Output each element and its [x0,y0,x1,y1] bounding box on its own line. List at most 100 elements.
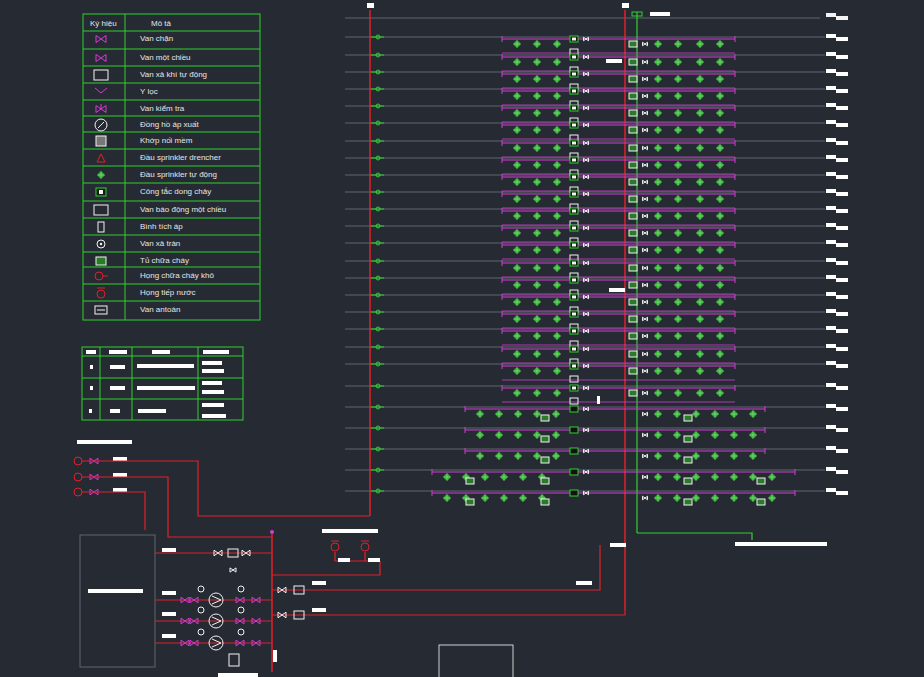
sprinkler-symbol [514,162,520,168]
sprinkler-symbol [496,432,502,438]
sprinkler-symbol [678,389,679,397]
valve-box-symbol [570,376,578,382]
branch-pipe [370,55,384,56]
sprinkler-symbol [501,495,507,501]
branch-pipe [502,366,735,367]
sprinkler-symbol [697,59,703,65]
sprinkler-symbol [520,495,526,501]
branch-pipe [370,261,384,262]
valve-symbol [236,618,244,624]
sprinkler-symbol [499,431,500,439]
valve-symbol [190,618,198,624]
branch-pipe [502,380,735,381]
sprinkler-symbol [697,41,703,47]
branch-pipe [502,88,503,94]
sprinkler-symbol [477,432,483,438]
flow-switch-symbol [570,105,578,111]
branch-pipe [370,295,384,296]
sprinkler-symbol [534,351,540,357]
sprinkler-symbol [534,247,540,253]
sprinkler-symbol [554,230,560,236]
sprinkler-symbol [534,59,540,65]
table-grid [198,347,199,420]
sprinkler-symbol [678,367,679,375]
branch-pipe [502,108,735,109]
pump-symbol [212,596,221,604]
flow-switch-symbol [570,490,578,496]
branch-pipe [370,449,384,450]
sprinkler-symbol [717,390,723,396]
sprinkler-symbol [658,298,659,306]
sprinkler-symbol [715,410,716,418]
valve-symbol [376,139,380,143]
sprinkler-symbol [772,473,773,481]
redacted-tag [162,591,176,595]
sprinkler-symbol [658,92,659,100]
sprinkler-symbol [655,41,661,47]
flow-switch-symbol [570,88,578,94]
sprinkler-symbol [717,213,723,219]
legend-text: Họng chữa cháy khô [140,272,214,280]
sprinkler-symbol [557,389,558,397]
sprinkler-symbol [750,495,756,501]
cabinet-symbol [684,499,692,505]
sprinkler-symbol [715,494,716,502]
sprinkler-symbol [675,41,681,47]
valve-symbol [643,42,648,46]
sprinkler-symbol [697,351,703,357]
redacted-tag [152,350,170,354]
sprinkler-symbol [554,93,560,99]
valve-symbol [376,156,380,160]
drencher-symbol [361,541,369,542]
flow-switch-symbol [570,208,578,214]
riser-pipe [636,12,637,533]
valve-symbol [101,104,102,109]
redacted-tag [312,581,326,585]
inlet-symbol [97,288,105,289]
redacted-tag [90,386,93,390]
valve-symbol [376,173,380,177]
branch-pipe [735,140,736,146]
sprinkler-symbol [553,411,559,417]
branch-pipe [502,125,735,126]
floor-line [345,158,825,159]
cabinet-symbol [629,162,637,168]
floor-line [345,364,825,365]
redacted-tag [836,72,848,76]
valve-symbol [643,248,648,252]
sprinkler-symbol [700,389,701,397]
sprinkler-symbol [537,40,538,48]
sprinkler-symbol [700,212,701,220]
flow-switch-symbol [572,279,576,282]
sprinkler-symbol [534,299,540,305]
branch-pipe [502,194,735,195]
sprinkler-symbol [557,229,558,237]
sprinkler-symbol [517,281,518,289]
flow-switch-symbol [570,36,578,42]
sprinkler-symbol [658,452,659,460]
floor-line [345,278,825,279]
table-grid [100,347,101,420]
sprinkler-symbol [556,431,557,439]
branch-pipe [502,277,503,283]
branch-pipe [370,491,384,492]
sprinkler-symbol [658,315,659,323]
redacted-tag [826,34,836,38]
valve-symbol [643,317,648,321]
sprinkler-symbol [675,162,681,168]
redacted-tag [836,55,848,59]
sprinkler-symbol [717,230,723,236]
redacted-tag [110,365,125,369]
branch-pipe [370,123,384,124]
sprinkler-symbol [697,230,703,236]
flow-switch-symbol [572,107,576,110]
redacted-tag [650,12,670,16]
safety-valve-symbol [95,306,107,314]
floor-line [345,175,825,176]
redacted-tag [836,407,848,411]
flow-switch-symbol [570,225,578,231]
cabinet-symbol [629,59,637,65]
pipe-line [155,642,272,643]
flow-switch-symbol [570,174,578,180]
sprinkler-symbol [675,265,681,271]
